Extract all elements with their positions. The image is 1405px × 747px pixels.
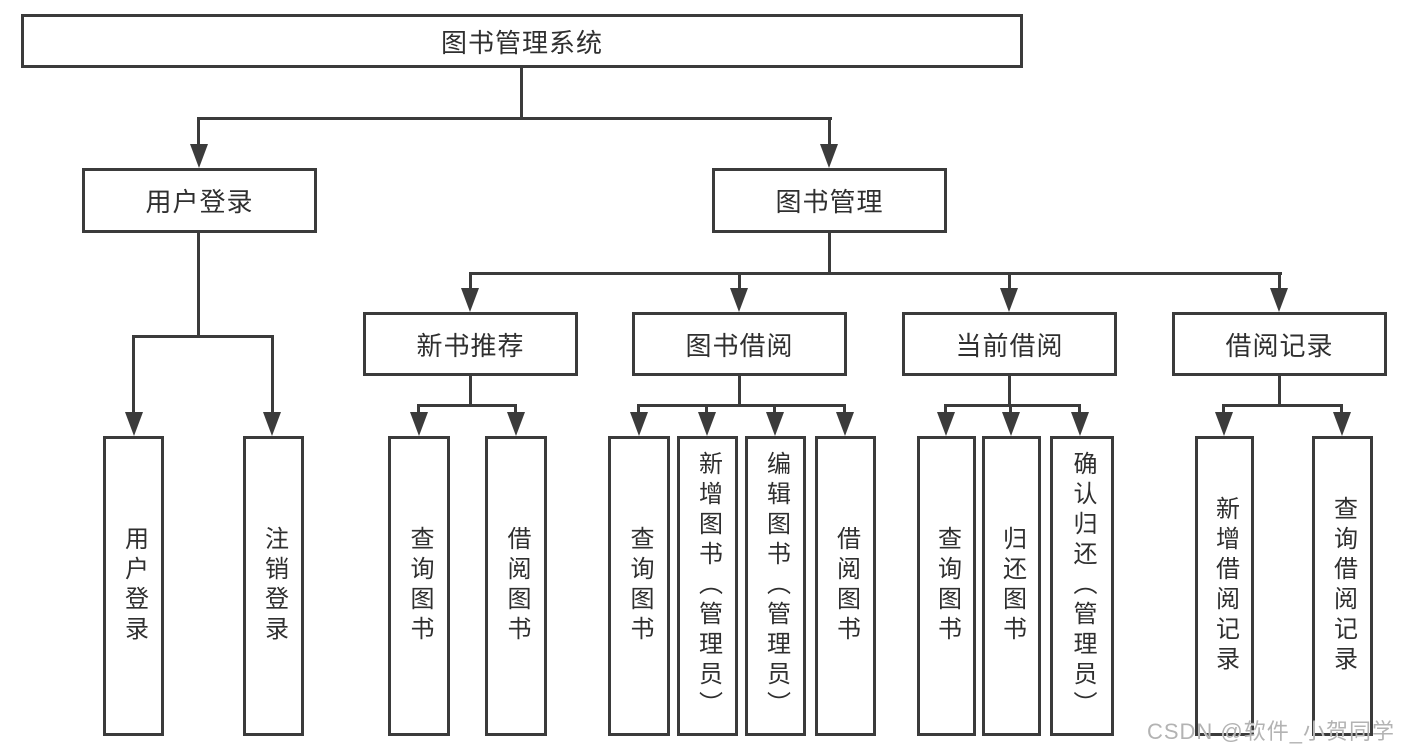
node-book-management-label: 图书管理: [775, 187, 884, 217]
leaf-query-books-recommend: 查询图书: [388, 436, 450, 736]
leaf-return-books-label: 归还图书: [998, 526, 1026, 646]
connector-line: [1222, 404, 1225, 416]
arrow-down-icon: [410, 412, 428, 436]
arrow-down-icon: [263, 412, 281, 436]
leaf-edit-books-admin: 编辑图书（管理员）: [745, 436, 806, 736]
leaf-query-books-borrow-label: 查询图书: [626, 526, 653, 646]
leaf-add-books-admin-label: 新增图书（管理员）: [694, 451, 722, 721]
connector-line: [132, 335, 135, 415]
connector-line: [1340, 404, 1343, 416]
arrow-down-icon: [836, 412, 854, 436]
leaf-query-books-recommend-label: 查询图书: [406, 526, 433, 646]
leaf-query-borrow-record-label: 查询借阅记录: [1329, 496, 1357, 676]
connector-line: [514, 404, 517, 416]
connector-line: [1008, 376, 1011, 407]
connector-line: [1009, 404, 1012, 416]
node-new-book-recommend-label: 新书推荐: [416, 330, 525, 361]
leaf-logout: 注销登录: [243, 436, 304, 736]
connector-line: [469, 376, 472, 407]
arrow-down-icon: [1270, 288, 1288, 312]
connector-line: [637, 404, 846, 407]
leaf-query-books-current-label: 查询图书: [933, 526, 961, 646]
leaf-borrow-books: 借阅图书: [815, 436, 876, 736]
arrow-down-icon: [937, 412, 955, 436]
leaf-add-borrow-record-label: 新增借阅记录: [1211, 496, 1239, 676]
connector-line: [843, 404, 846, 416]
connector-line: [469, 272, 472, 290]
connector-line: [828, 117, 831, 145]
arrow-down-icon: [820, 144, 838, 168]
leaf-query-books-current: 查询图书: [917, 436, 976, 736]
connector-line: [637, 404, 640, 416]
leaf-edit-books-admin-label: 编辑图书（管理员）: [762, 451, 790, 721]
node-new-book-recommend: 新书推荐: [363, 312, 578, 376]
connector-line: [1278, 272, 1281, 290]
connector-line: [271, 335, 274, 415]
leaf-user-login: 用户登录: [103, 436, 164, 736]
arrow-down-icon: [461, 288, 479, 312]
connector-line: [197, 233, 200, 338]
connector-line: [1222, 404, 1343, 407]
node-library-system-label: 图书管理系统: [440, 27, 603, 58]
connector-line: [417, 404, 517, 407]
leaf-query-books-borrow: 查询图书: [608, 436, 670, 736]
connector-line: [773, 404, 776, 416]
connector-line: [197, 117, 832, 120]
arrow-down-icon: [125, 412, 143, 436]
connector-line: [132, 335, 274, 338]
connector-line: [944, 404, 1081, 407]
node-user-login: 用户登录: [82, 168, 317, 233]
arrow-down-icon: [1002, 412, 1020, 436]
leaf-query-borrow-record: 查询借阅记录: [1312, 436, 1373, 736]
connector-line: [197, 117, 200, 145]
connector-line: [828, 233, 831, 274]
arrow-down-icon: [507, 412, 525, 436]
leaf-borrow-books-recommend: 借阅图书: [485, 436, 547, 736]
node-current-borrow: 当前借阅: [902, 312, 1117, 376]
node-book-borrow-label: 图书借阅: [685, 330, 794, 361]
connector-line: [738, 272, 741, 290]
node-borrow-records: 借阅记录: [1172, 312, 1387, 376]
connector-line: [520, 68, 523, 119]
leaf-add-borrow-record: 新增借阅记录: [1195, 436, 1254, 736]
connector-line: [1078, 404, 1081, 416]
leaf-user-login-label: 用户登录: [120, 526, 148, 646]
leaf-confirm-return-admin-label: 确认归还（管理员）: [1069, 451, 1096, 721]
arrow-down-icon: [630, 412, 648, 436]
connector-line: [1008, 272, 1011, 290]
leaf-borrow-books-label: 借阅图书: [832, 526, 860, 646]
node-user-login-label: 用户登录: [145, 187, 254, 217]
leaf-confirm-return-admin: 确认归还（管理员）: [1050, 436, 1114, 736]
arrow-down-icon: [698, 412, 716, 436]
arrow-down-icon: [730, 288, 748, 312]
leaf-return-books: 归还图书: [982, 436, 1041, 736]
arrow-down-icon: [1071, 412, 1089, 436]
connector-line: [738, 376, 741, 407]
arrow-down-icon: [1333, 412, 1351, 436]
arrow-down-icon: [766, 412, 784, 436]
leaf-add-books-admin: 新增图书（管理员）: [677, 436, 738, 736]
arrow-down-icon: [1215, 412, 1233, 436]
connector-line: [944, 404, 947, 416]
node-library-system: 图书管理系统: [21, 14, 1023, 68]
connector-line: [469, 272, 1282, 275]
node-book-borrow: 图书借阅: [632, 312, 847, 376]
csdn-watermark: CSDN @软件_小贺同学: [1146, 719, 1395, 744]
node-book-management: 图书管理: [712, 168, 947, 233]
arrow-down-icon: [1000, 288, 1018, 312]
connector-line: [1278, 376, 1281, 407]
node-borrow-records-label: 借阅记录: [1225, 330, 1334, 361]
connector-line: [417, 404, 420, 416]
leaf-logout-label: 注销登录: [260, 526, 288, 646]
connector-line: [705, 404, 708, 416]
leaf-borrow-books-recommend-label: 借阅图书: [503, 526, 530, 646]
arrow-down-icon: [190, 144, 208, 168]
node-current-borrow-label: 当前借阅: [955, 330, 1064, 361]
